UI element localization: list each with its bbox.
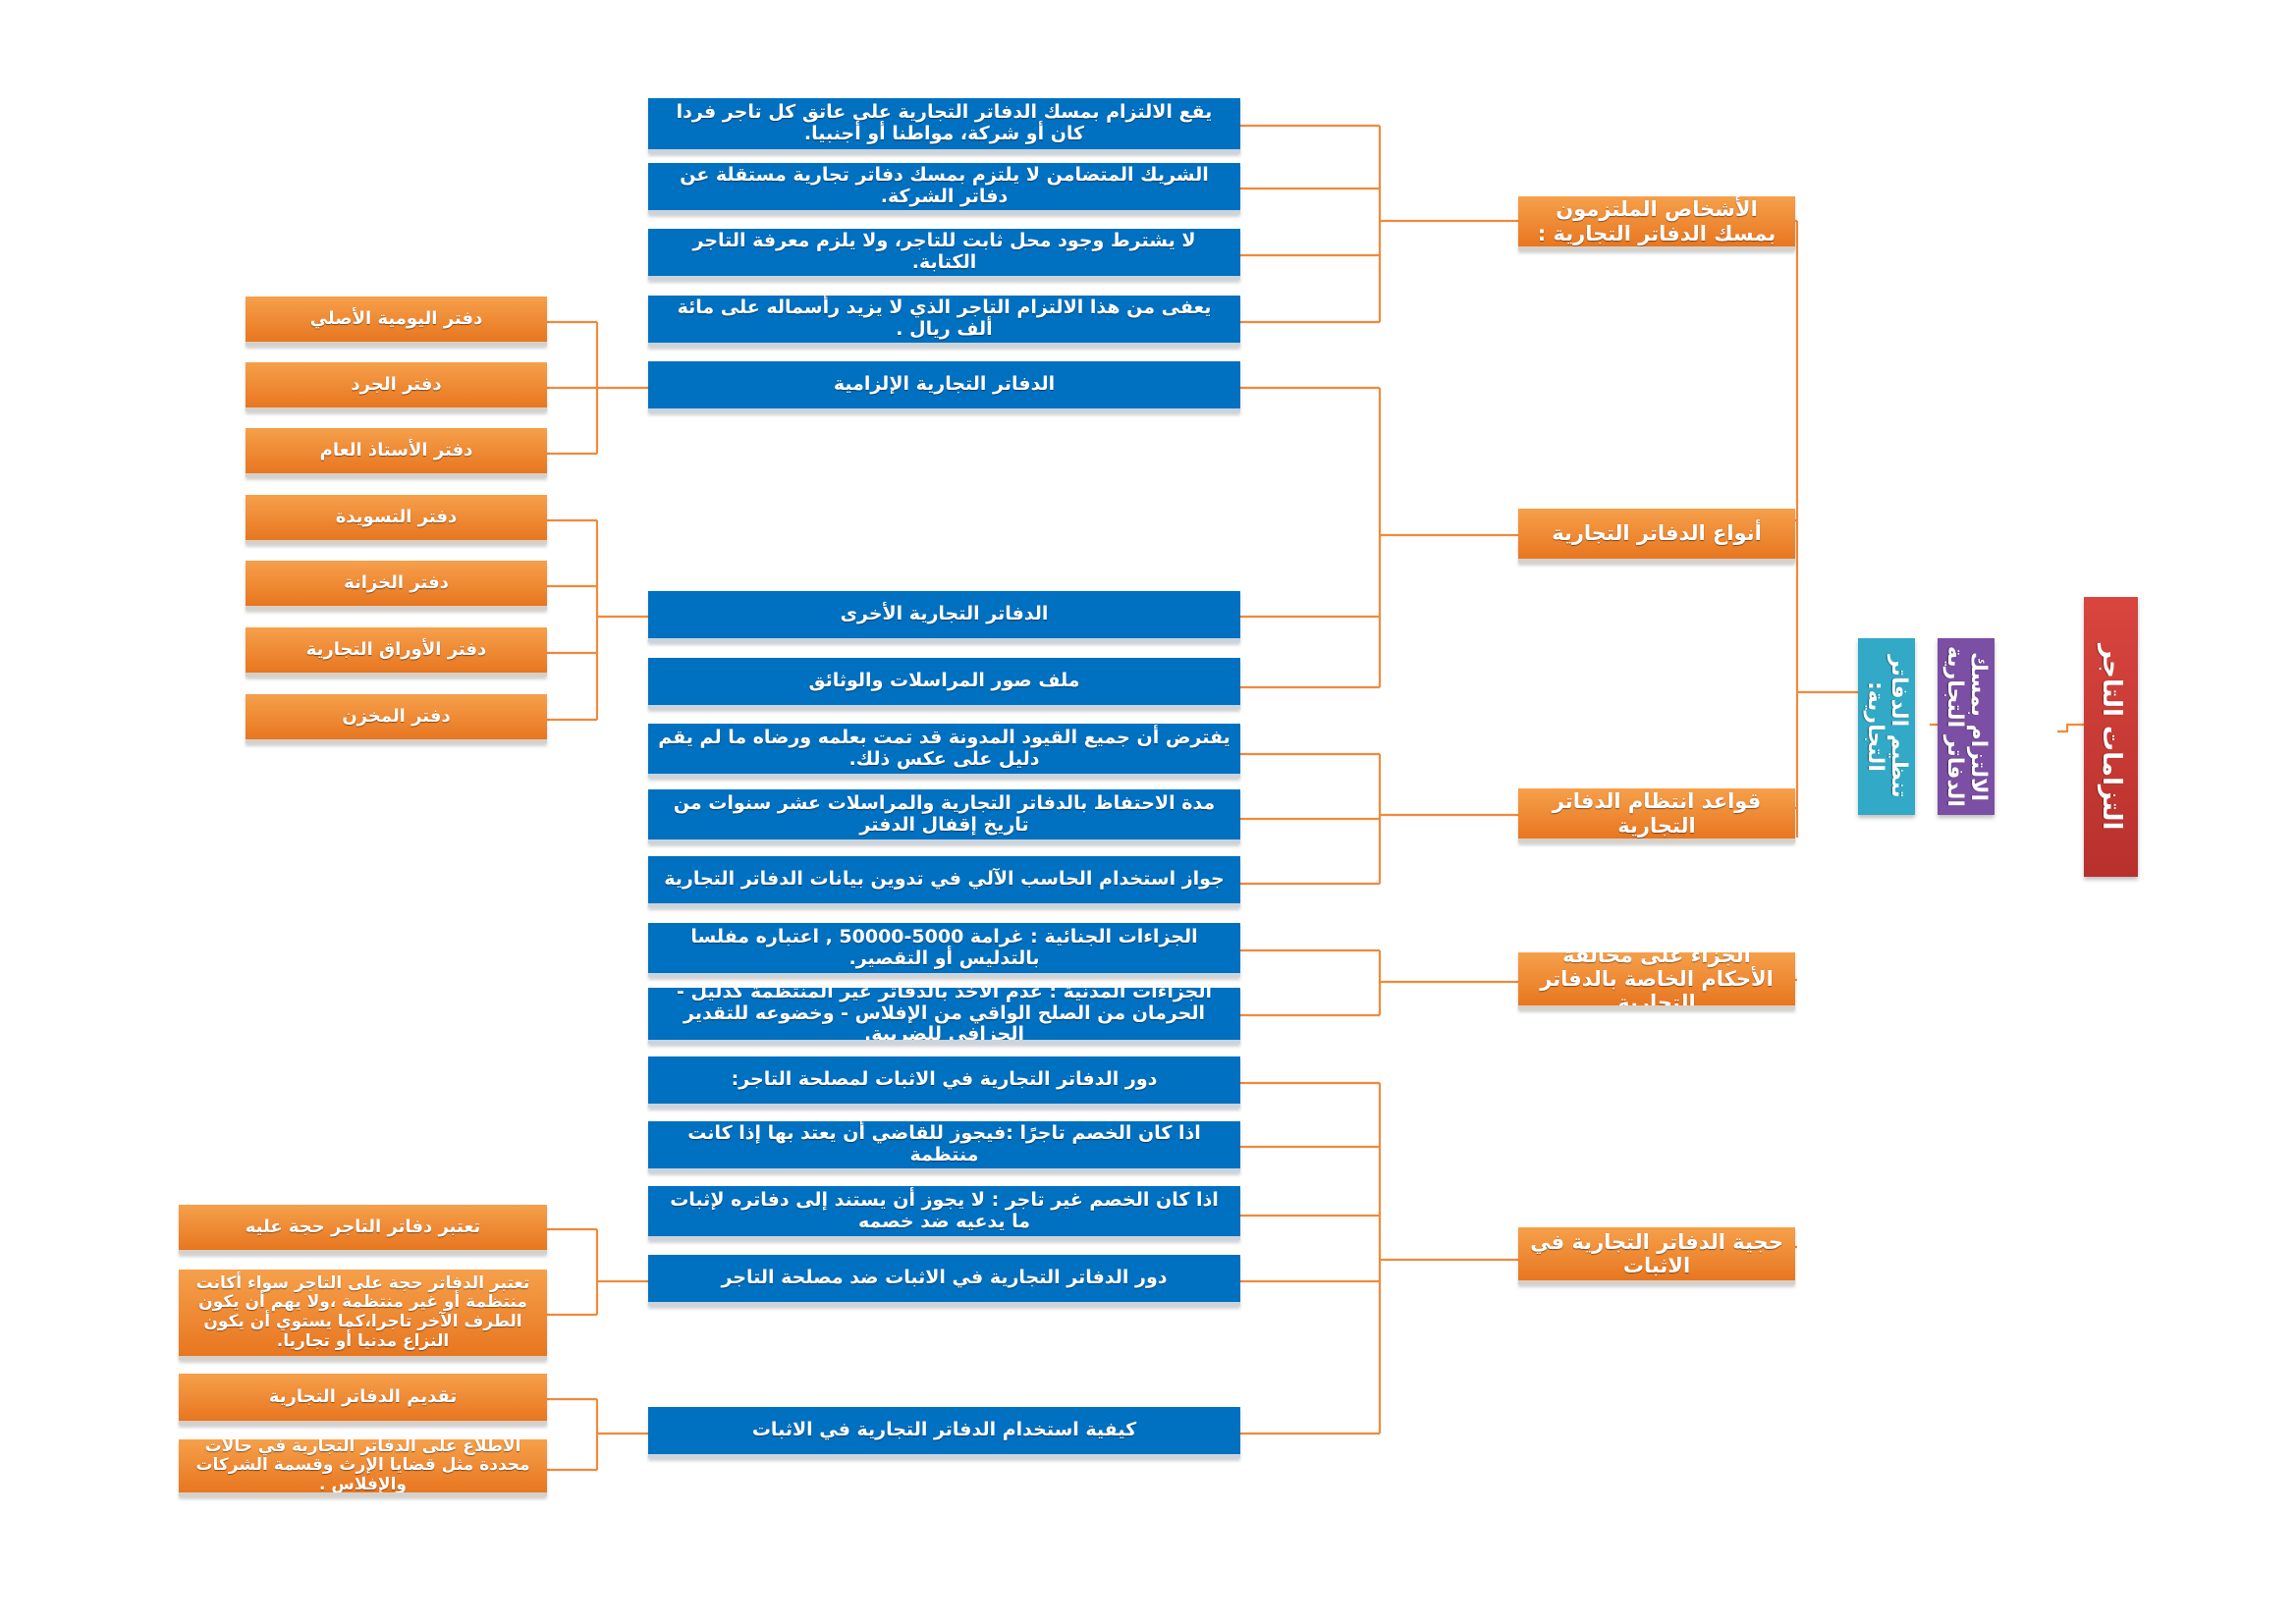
item-rules-1-text: يفترض أن جميع القيود المدونة قد تمت بعلم… [658,726,1230,770]
root-obligations-box: التزامات التاجر [2084,597,2138,877]
item-mandatory-books-text: الدفاتر التجارية الإلزامية [833,373,1056,396]
connector-root [1930,723,2084,733]
item-rules-3: جواز استخدام الحاسب الآلي في تدوين بيانا… [648,856,1240,907]
item-other-books-text: الدفاتر التجارية الأخرى [840,603,1049,625]
category-persons-label: الأشخاص الملتزمون بمسك الدفاتر التجارية … [1537,197,1777,245]
item-evidence-usage: كيفية استخدام الدفاتر التجارية في الاثبا… [648,1407,1240,1458]
leaf-draft-book-text: دفتر التسويدة [335,506,458,527]
connector-other [547,518,648,722]
connector-mandatory [547,320,648,456]
leaf-evidence-against-2-text: تعتبر الدفاتر حجة على التاجر سواء أكانت … [195,1272,530,1351]
item-other-books: الدفاتر التجارية الأخرى [648,591,1240,642]
item-persons-2: الشريك المتضامن لا يلتزم بمسك دفاتر تجار… [648,163,1240,214]
item-rules-2: مدة الاحتفاظ بالدفاتر التجارية والمراسلا… [648,789,1240,843]
organization-title: تنظيم الدفاتر التجارية: [1863,655,1912,798]
item-persons-4-text: يعفى من هذا الالتزام التاجر الذي لا يزيد… [677,297,1212,340]
item-evidence-against-trader-text: دور الدفاتر التجارية في الاثبات ضد مصلحة… [721,1267,1168,1289]
item-correspondence-file: ملف صور المراسلات والوثائق [648,658,1240,709]
leaf-commercial-papers-book-text: دفتر الأوراق التجارية [305,638,487,660]
connector-types [1240,386,1518,689]
leaf-inspect-books-text: الاطلاع على الدفاتر التجارية في حالات مح… [195,1439,530,1494]
item-mandatory-books: الدفاتر التجارية الإلزامية [648,361,1240,412]
item-correspondence-file-text: ملف صور المراسلات والوثائق [808,670,1080,692]
item-evidence-opponent-trader: اذا كان الخصم تاجرًا :فيجوز للقاضي أن يع… [648,1121,1240,1172]
item-penalty-criminal: الجزاءات الجنائية : غرامة 5000-50000 , ا… [648,923,1240,977]
leaf-submit-books-text: تقديم الدفاتر التجارية [268,1385,458,1407]
connector-spine [1795,219,1871,1249]
category-rules-label: قواعد انتظام الدفاتر التجارية [1552,789,1762,838]
item-rules-2-text: مدة الاحتفاظ بالدفاتر التجارية والمراسلا… [673,791,1216,836]
leaf-daily-journal-text: دفتر اليومية الأصلي [309,307,483,329]
root-title: التزامات التاجر [2096,643,2126,831]
category-types-label: أنواع الدفاتر التجارية [1552,521,1762,546]
leaf-evidence-against-1: تعتبر دفاتر التاجر حجة عليه [179,1205,547,1254]
item-persons-4: يعفى من هذا الالتزام التاجر الذي لا يزيد… [648,296,1240,347]
leaf-evidence-against-1-text: تعتبر دفاتر التاجر حجة عليه [245,1216,481,1237]
connector-rules [1240,752,1518,886]
item-persons-3-text: لا يشترط وجود محل ثابت للتاجر، ولا يلزم … [692,230,1196,273]
category-rules: قواعد انتظام الدفاتر التجارية [1518,788,1795,842]
item-persons-1-text: يقع الالتزام بمسك الدفاتر التجارية على ع… [676,101,1213,144]
leaf-inventory-book-text: دفتر الجرد [351,373,442,395]
leaf-cash-book-text: دفتر الخزانة [344,571,449,593]
connector-evidence [1240,1081,1518,1435]
item-rules-3-text: جواز استخدام الحاسب الآلي في تدوين بيانا… [664,868,1225,891]
category-types: أنواع الدفاتر التجارية [1518,509,1795,563]
connector-usage [547,1397,648,1472]
connector-penalty [1240,948,1518,1017]
obligation-title: الالتزام بمسك الدفاتر التجارية [1942,646,1992,807]
item-evidence-usage-text: كيفية استخدام الدفاتر التجارية في الاثبا… [751,1419,1137,1441]
item-penalty-criminal-text: الجزاءات الجنائية : غرامة 5000-50000 , ا… [690,925,1198,969]
category-evidence: حجية الدفاتر التجارية في الاثبات [1518,1227,1795,1284]
leaf-inventory-book: دفتر الجرد [246,362,547,411]
category-penalty: الجزاء على مخالفة الأحكام الخاصة بالدفات… [1518,952,1795,1009]
connector-persons [1240,124,1518,324]
item-evidence-for-trader-text: دور الدفاتر التجارية في الاثبات لمصلحة ا… [731,1068,1158,1091]
item-persons-1: يقع الالتزام بمسك الدفاتر التجارية على ع… [648,98,1240,153]
item-persons-3: لا يشترط وجود محل ثابت للتاجر، ولا يلزم … [648,229,1240,280]
category-evidence-label: حجية الدفاتر التجارية في الاثبات [1530,1229,1783,1277]
item-rules-1: يفترض أن جميع القيود المدونة قد تمت بعلم… [648,724,1240,778]
leaf-daily-journal: دفتر اليومية الأصلي [246,297,547,346]
category-persons: الأشخاص الملتزمون بمسك الدفاتر التجارية … [1518,196,1795,250]
leaf-submit-books: تقديم الدفاتر التجارية [179,1374,547,1425]
item-evidence-opponent-trader-text: اذا كان الخصم تاجرًا :فيجوز للقاضي أن يع… [687,1122,1201,1165]
item-persons-2-text: الشريك المتضامن لا يلتزم بمسك دفاتر تجار… [680,164,1209,207]
leaf-warehouse-book: دفتر المخزن [246,694,547,743]
leaf-general-ledger: دفتر الأستاذ العام [246,428,547,477]
leaf-evidence-against-2: تعتبر الدفاتر حجة على التاجر سواء أكانت … [179,1270,547,1360]
item-evidence-opponent-nontrader: اذا كان الخصم غير تاجر : لا يجوز أن يستن… [648,1186,1240,1240]
leaf-draft-book: دفتر التسويدة [246,495,547,544]
connector-against [547,1227,648,1317]
item-penalty-civil: الجزاءات المدنية : عدم الأخذ بالدفاتر غي… [648,988,1240,1044]
leaf-cash-book: دفتر الخزانة [246,561,547,610]
item-evidence-opponent-nontrader-text: اذا كان الخصم غير تاجر : لا يجوز أن يستن… [670,1188,1219,1232]
leaf-commercial-papers-book: دفتر الأوراق التجارية [246,627,547,677]
item-evidence-against-trader: دور الدفاتر التجارية في الاثبات ضد مصلحة… [648,1255,1240,1306]
category-penalty-label: الجزاء على مخالفة الأحكام الخاصة بالدفات… [1540,952,1774,1009]
item-evidence-for-trader: دور الدفاتر التجارية في الاثبات لمصلحة ا… [648,1056,1240,1108]
leaf-inspect-books: الاطلاع على الدفاتر التجارية في حالات مح… [179,1439,547,1496]
obligation-box: الالتزام بمسك الدفاتر التجارية [1938,638,1995,815]
organization-box: تنظيم الدفاتر التجارية: [1858,638,1915,815]
item-penalty-civil-text: الجزاءات المدنية : عدم الأخذ بالدفاتر غي… [677,988,1212,1044]
leaf-general-ledger-text: دفتر الأستاذ العام [319,439,473,460]
leaf-warehouse-book-text: دفتر المخزن [342,705,451,727]
